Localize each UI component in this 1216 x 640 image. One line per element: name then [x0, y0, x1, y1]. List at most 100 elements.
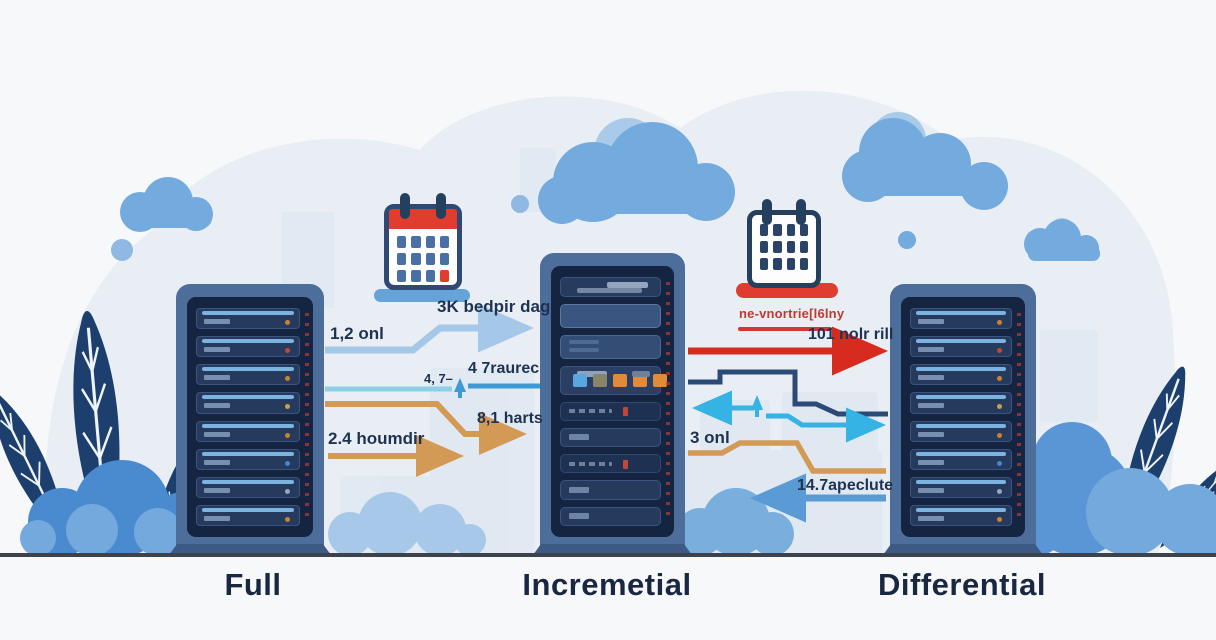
annotation-12onl: 1,2 onl: [330, 324, 384, 343]
slat-label: [918, 347, 944, 353]
calendar-day-cell: [786, 241, 795, 253]
status-led: [285, 348, 290, 354]
cloud-top-center: [511, 118, 735, 224]
calendar-day-cell: [425, 270, 435, 282]
status-led: [997, 320, 1002, 325]
server-slat: [196, 392, 300, 414]
red-caption-underline: [738, 327, 832, 331]
status-led: [285, 376, 290, 382]
slat-label: [918, 515, 944, 521]
calendar-day-cell: [411, 270, 421, 282]
server-row-detail: [560, 454, 661, 474]
status-led: [285, 488, 290, 494]
slat-label: [204, 347, 230, 353]
backup-type-label-full: Full: [224, 567, 282, 602]
server-slat: [910, 392, 1012, 414]
marker-cyan-up: [751, 395, 763, 417]
server-row-panel2: [560, 334, 661, 360]
calendar-grid: [389, 229, 457, 289]
server-slat: [910, 364, 1012, 386]
server-tower-incremental: [540, 253, 685, 550]
server-rack: [901, 297, 1025, 537]
calendar-day-cell: [773, 258, 782, 270]
slat-label: [918, 459, 944, 465]
calendar-day-cell: [411, 236, 421, 248]
slat-label: [918, 403, 944, 409]
calendar-peg: [795, 199, 806, 225]
calendar-day-cell: [773, 224, 782, 236]
indicator-chip: [593, 373, 607, 387]
calendar-day-cell: [397, 253, 407, 265]
server-row-detail: [560, 401, 661, 422]
annotation-47raurec: 4 7raurec: [468, 360, 540, 377]
status-led: [997, 348, 1002, 354]
server-slat: [196, 364, 300, 386]
annotation-101nolr: 101 nolr rill: [808, 326, 894, 343]
server-slat: [196, 504, 300, 526]
annotation-81harts: 8,1 harts: [477, 410, 543, 427]
server-slat: [910, 504, 1012, 526]
slat-label: [204, 515, 230, 521]
calendar-day-cell: [799, 224, 808, 236]
annotation-24houmdir: 2.4 houmdir: [328, 429, 425, 448]
bush-bottom-middle-right: [676, 488, 794, 556]
status-led: [285, 516, 290, 522]
annotation-4-7: 4, 7–: [424, 371, 453, 386]
server-rack: [551, 266, 674, 537]
annotation-3k-bedpir: 3K bedpir dag: [437, 297, 551, 316]
status-led: [997, 460, 1002, 466]
status-led: [285, 404, 290, 410]
server-tower-differential: [890, 284, 1036, 550]
indicator-chip: [633, 373, 647, 387]
indicator-chip: [653, 373, 667, 387]
calendar-day-cell: [786, 258, 795, 270]
backup-type-label-incremental: Incremetial: [522, 567, 692, 602]
slat-label: [918, 319, 944, 324]
arrow-orange-step-right: [325, 401, 527, 455]
marker-steelblue-up: [454, 378, 466, 398]
backup-type-label-differential: Differential: [878, 567, 1046, 602]
server-rack: [187, 297, 313, 537]
server-slat: [910, 308, 1012, 330]
calendar-day-cell: [773, 241, 782, 253]
slat-label: [204, 431, 230, 437]
annotation-red-caption: ne-vnortrie[l6lny: [739, 306, 845, 321]
status-led: [997, 432, 1002, 438]
calendar-day-cell: [786, 224, 795, 236]
arrow-cyan-right: [766, 407, 886, 443]
slat-label: [918, 375, 944, 381]
line-orange-step: [688, 440, 886, 474]
server-slat: [196, 308, 300, 330]
server-row-slatm: [560, 506, 661, 526]
slat-label: [204, 459, 230, 465]
status-led: [997, 404, 1002, 410]
calendar-stand-blue: [374, 289, 470, 302]
annotation-3onl: 3 onl: [690, 428, 730, 447]
status-led: [997, 516, 1002, 522]
calendar-day-cell: [799, 258, 808, 270]
calendar-day-cell: [760, 258, 769, 270]
slat-label: [204, 487, 230, 493]
status-led: [997, 376, 1002, 382]
server-row-chips: [560, 366, 667, 395]
calendar-day-cell: [425, 253, 435, 265]
server-row-panel: [560, 304, 661, 328]
calendar-day-cell: [799, 241, 808, 253]
server-slat: [910, 448, 1012, 470]
calendar-day-cell: [411, 253, 421, 265]
calendar-peg: [762, 199, 773, 225]
slat-label: [204, 319, 230, 324]
status-led: [285, 320, 290, 325]
server-row-bars: [560, 277, 661, 298]
calendar-day-cell: [425, 236, 435, 248]
server-slat: [196, 336, 300, 358]
arrow-lightblue-right: [325, 303, 534, 354]
line-navy-step: [688, 369, 888, 417]
calendar-day-cell: [397, 236, 407, 248]
status-led: [285, 432, 290, 438]
status-led: [997, 488, 1002, 494]
indicator-chips: [573, 373, 667, 387]
slat-label: [204, 375, 230, 381]
slat-label: [918, 431, 944, 437]
calendar-peg: [399, 193, 410, 219]
